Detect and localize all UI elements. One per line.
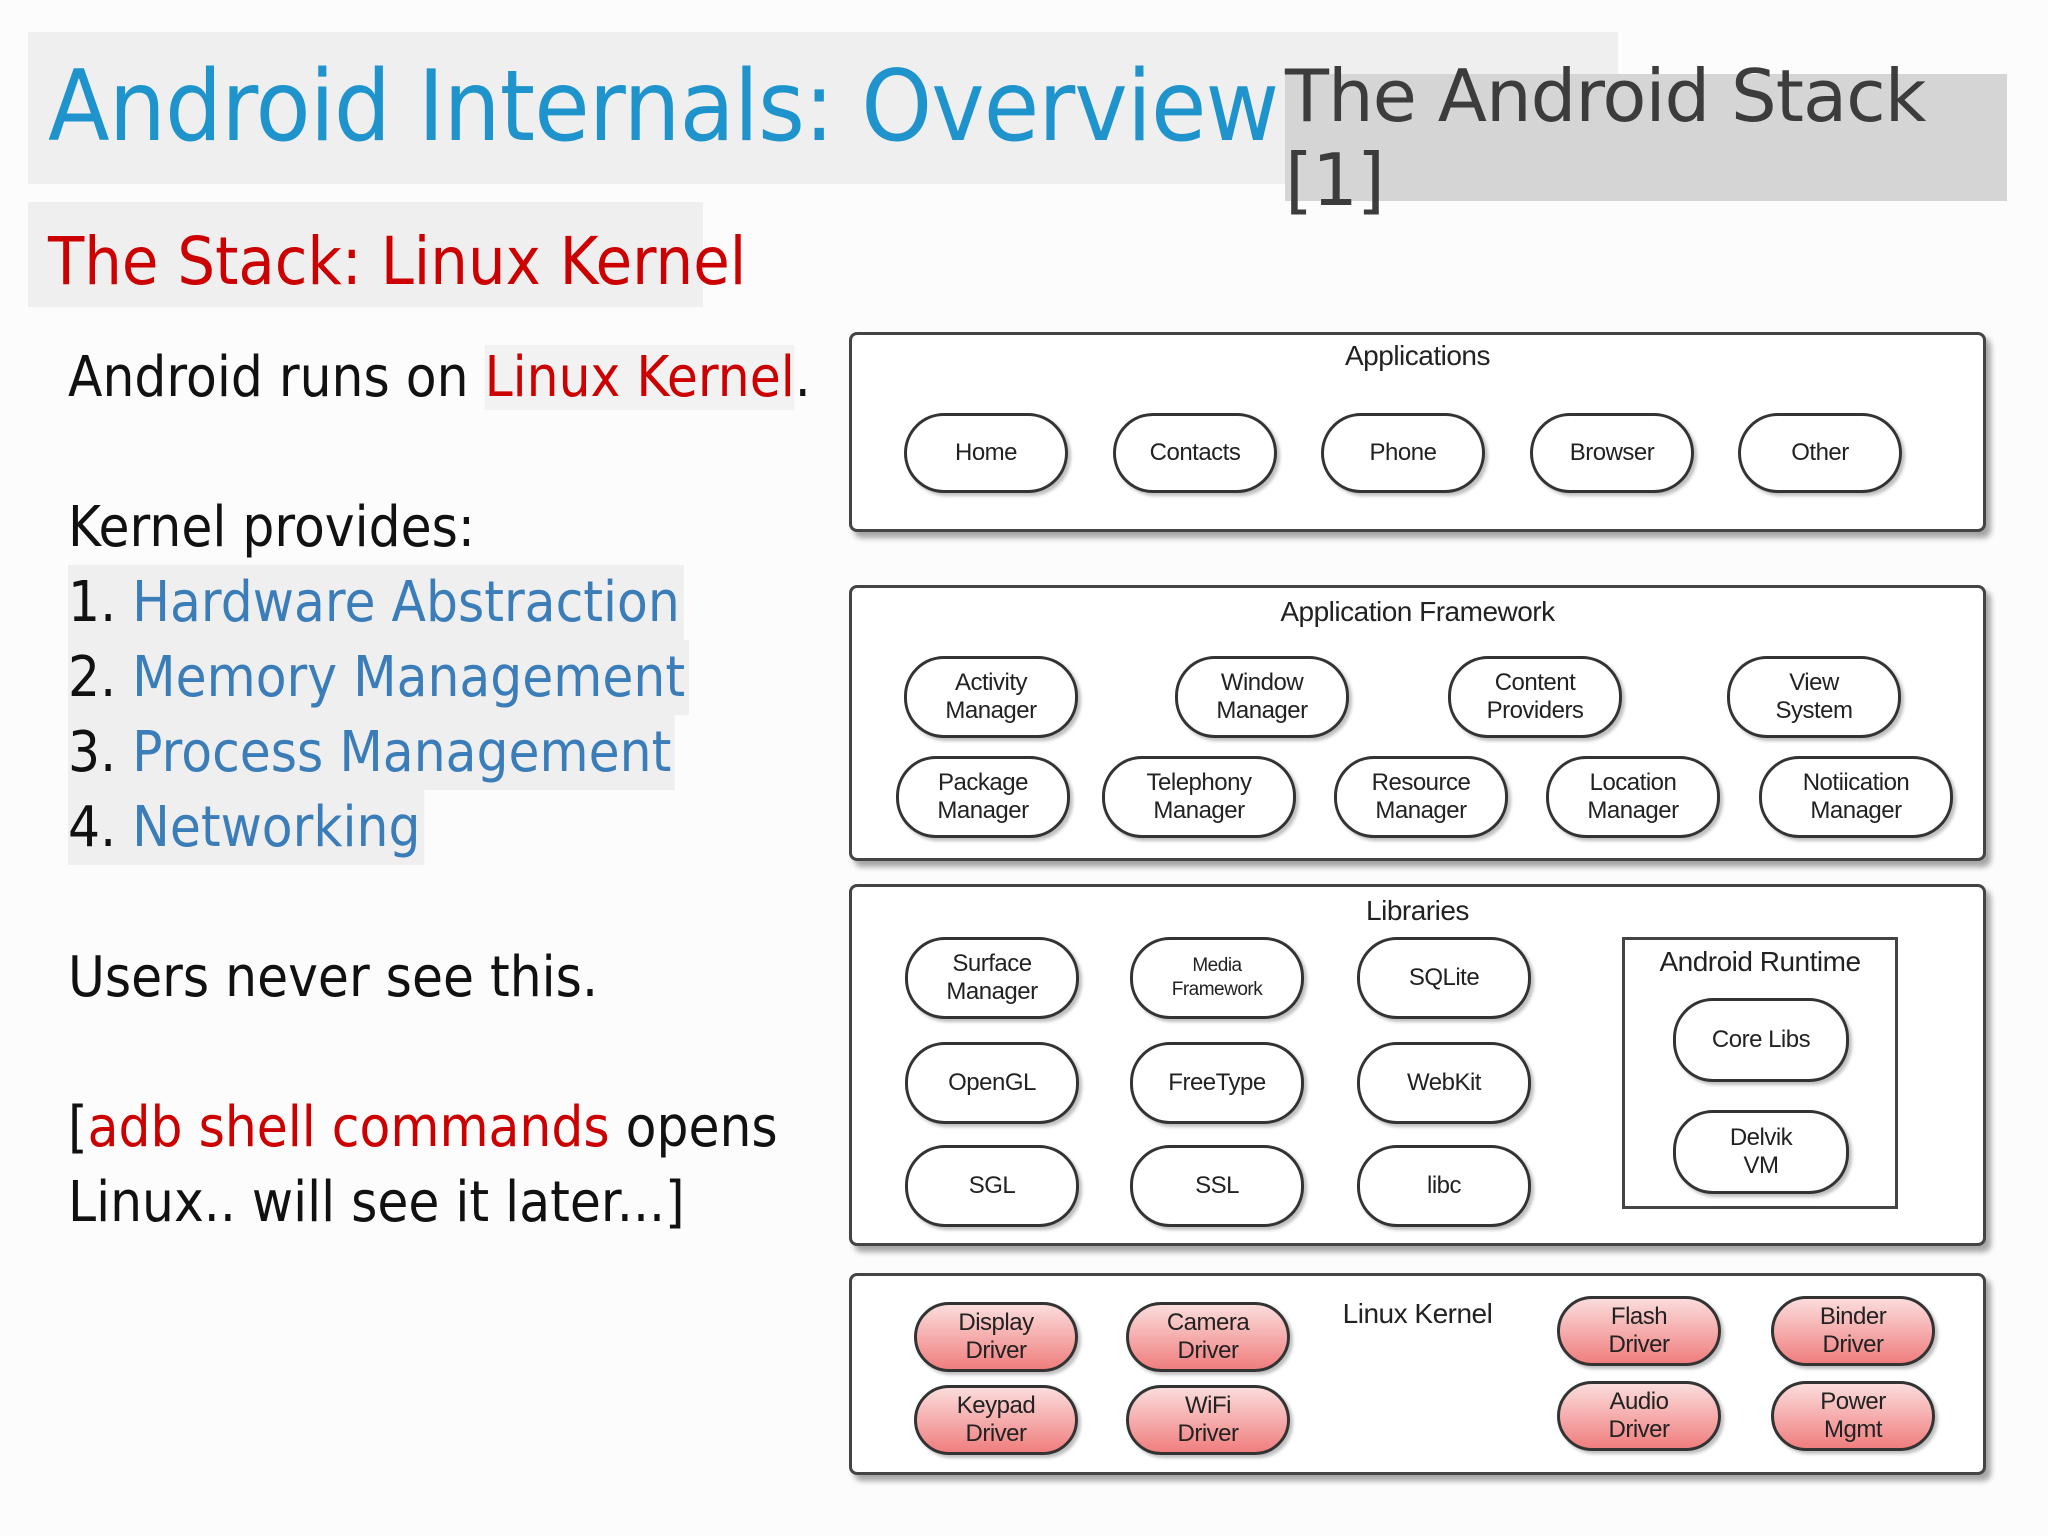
adb-rest: opens — [609, 1095, 778, 1160]
list-text: Memory Management — [132, 645, 686, 710]
lib-libc: libc — [1357, 1145, 1531, 1227]
adb-line: [adb shell commands opens — [68, 1090, 778, 1165]
lib-sgl: SGL — [905, 1145, 1079, 1227]
fw-window-manager: Window Manager — [1175, 656, 1349, 738]
kernel-wifi-driver: WiFi Driver — [1126, 1385, 1290, 1455]
list-number: 1. — [68, 570, 133, 635]
intro-period: . — [794, 345, 811, 410]
list-number: 4. — [68, 795, 133, 860]
subtitle-band — [28, 202, 703, 307]
users-line: Users never see this. — [68, 945, 598, 1010]
kernel-camera-driver: Camera Driver — [1126, 1302, 1290, 1372]
layer-title: Linux Kernel — [1342, 1298, 1493, 1329]
kernel-binder-driver: Binder Driver — [1771, 1296, 1935, 1366]
list-number: 3. — [68, 720, 133, 785]
list-number: 2. — [68, 645, 133, 710]
slide-title: Android Internals: Overview — [48, 50, 1279, 164]
lib-webkit: WebKit — [1357, 1042, 1531, 1124]
runtime-title: Android Runtime — [1659, 946, 1861, 977]
linux-kernel-term: Linux Kernel — [484, 345, 795, 410]
kernel-flash-driver: Flash Driver — [1557, 1296, 1721, 1366]
layer-title: Application Framework — [1280, 596, 1555, 627]
layer-title: Libraries — [1366, 895, 1469, 926]
intro-line: Android runs on Linux Kernel. — [68, 340, 811, 415]
fw-activity-manager: Activity Manager — [904, 656, 1078, 738]
lib-freetype: FreeType — [1130, 1042, 1304, 1124]
list-text: Networking — [132, 795, 421, 860]
kernel-display-driver: Display Driver — [914, 1302, 1078, 1372]
applications-layer: Applications Home Contacts Phone Browser… — [849, 332, 1986, 532]
stack-badge: The Android Stack [1] — [1285, 54, 2007, 222]
list-item: 4. Networking — [68, 790, 752, 865]
kernel-keypad-driver: Keypad Driver — [914, 1385, 1078, 1455]
fw-notification-manager: Notiication Manager — [1759, 756, 1953, 838]
body-text: Android runs on Linux Kernel. Kernel pro… — [68, 340, 811, 1240]
fw-content-providers: Content Providers — [1448, 656, 1622, 738]
layer-title: Applications — [1345, 340, 1490, 371]
fw-location-manager: Location Manager — [1546, 756, 1720, 838]
lib-opengl: OpenGL — [905, 1042, 1079, 1124]
kernel-audio-driver: Audio Driver — [1557, 1381, 1721, 1451]
intro-text: Android runs on — [68, 345, 485, 410]
lib-ssl: SSL — [1130, 1145, 1304, 1227]
runtime-core-libs: Core Libs — [1673, 998, 1849, 1082]
framework-layer: Application Framework Activity Manager W… — [849, 585, 1986, 861]
slide-subtitle: The Stack: Linux Kernel — [48, 223, 747, 300]
adb-bracket: [ — [68, 1095, 88, 1160]
lib-media-framework: Media Framework — [1130, 937, 1304, 1019]
list-item: 2. Memory Management — [68, 640, 752, 715]
lib-sqlite: SQLite — [1357, 937, 1531, 1019]
kernel-power-mgmt: Power Mgmt — [1771, 1381, 1935, 1451]
fw-package-manager: Package Manager — [896, 756, 1070, 838]
fw-resource-manager: Resource Manager — [1334, 756, 1508, 838]
app-other: Other — [1738, 413, 1902, 493]
android-runtime-box: Android Runtime Core Libs Delvik VM — [1622, 937, 1898, 1209]
app-phone: Phone — [1321, 413, 1485, 493]
fw-view-system: View System — [1727, 656, 1901, 738]
list-text: Hardware Abstraction — [132, 570, 680, 635]
kernel-layer: Linux Kernel Display Driver Camera Drive… — [849, 1273, 1986, 1475]
list-item: 1. Hardware Abstraction — [68, 565, 752, 640]
runtime-delvik-vm: Delvik VM — [1673, 1110, 1849, 1194]
provides-heading: Kernel provides: — [68, 495, 475, 560]
app-browser: Browser — [1530, 413, 1694, 493]
adb-command: adb shell commands — [87, 1095, 610, 1160]
list-item: 3. Process Management — [68, 715, 752, 790]
lib-surface-manager: Surface Manager — [905, 937, 1079, 1019]
list-text: Process Management — [132, 720, 672, 785]
app-contacts: Contacts — [1113, 413, 1277, 493]
libraries-layer: Libraries Surface Manager Media Framewor… — [849, 884, 1986, 1246]
android-stack-diagram: Applications Home Contacts Phone Browser… — [846, 327, 1996, 1487]
fw-telephony-manager: Telephony Manager — [1102, 756, 1296, 838]
adb-line-2: Linux.. will see it later...] — [68, 1170, 685, 1235]
app-home: Home — [904, 413, 1068, 493]
